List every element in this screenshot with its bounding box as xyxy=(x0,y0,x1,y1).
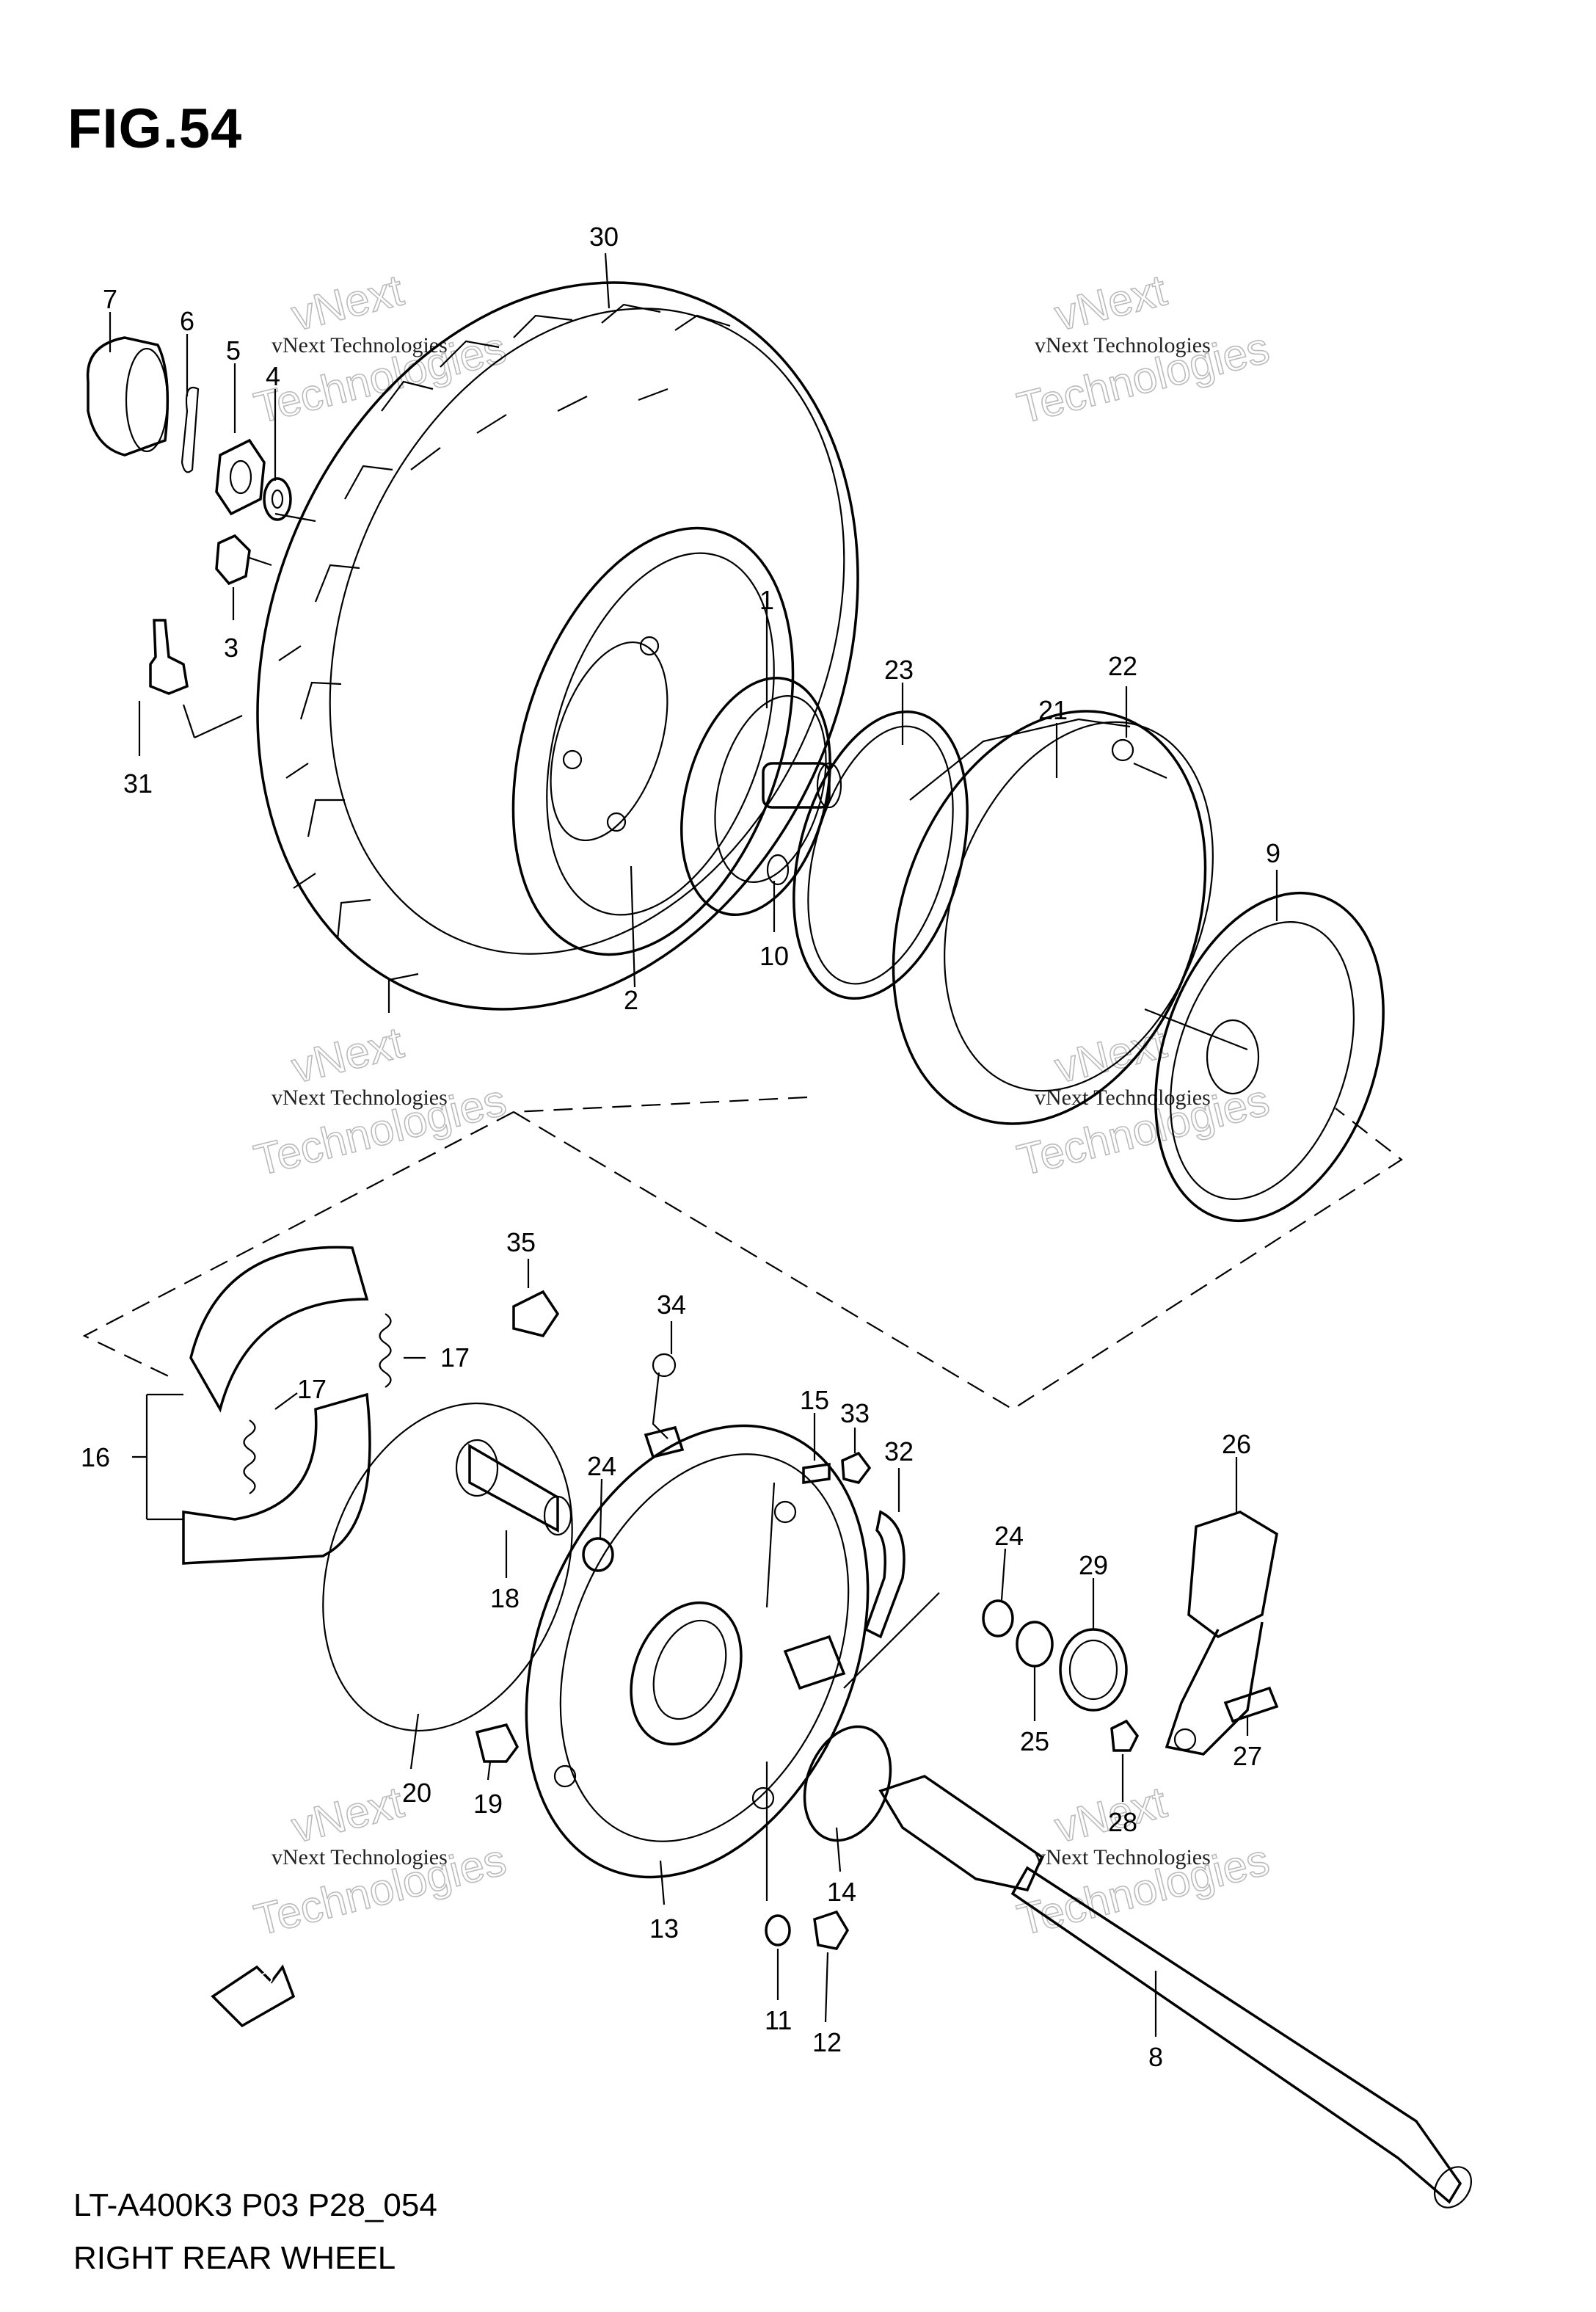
callout-24b: 24 xyxy=(994,1521,1024,1551)
rim xyxy=(511,526,795,956)
bolt-27 xyxy=(1223,1686,1279,1723)
watermark-text-large-vnext: vNext xyxy=(287,265,408,340)
callout-4: 4 xyxy=(266,361,280,391)
spring-17a xyxy=(379,1313,392,1388)
callout-1: 1 xyxy=(759,585,774,615)
nut-33 xyxy=(841,1451,872,1484)
callout-6: 6 xyxy=(180,306,194,336)
seal-ring xyxy=(766,710,969,1000)
callout-13: 13 xyxy=(649,1913,679,1944)
watermark-text: vNext Technologies xyxy=(272,1086,448,1110)
hub-cap-7 xyxy=(86,336,170,457)
callout-2: 2 xyxy=(624,985,638,1015)
callout-34: 34 xyxy=(657,1290,686,1320)
callout-19: 19 xyxy=(473,1789,503,1819)
callout-16: 16 xyxy=(81,1442,110,1472)
callout-7: 7 xyxy=(103,284,117,314)
watermark-text-large-vnext: vNext xyxy=(287,1777,408,1852)
figure-title: FIG.54 xyxy=(68,98,243,160)
callout-31: 31 xyxy=(123,768,153,799)
callout-8: 8 xyxy=(1148,2042,1163,2072)
watermark-text: vNext Technologies xyxy=(1035,1086,1211,1110)
brake-shoes xyxy=(145,1246,371,1565)
washer-11 xyxy=(765,1914,791,1946)
callout-15: 15 xyxy=(800,1385,829,1415)
o-ring-24a xyxy=(582,1537,614,1572)
nut-28 xyxy=(1110,1719,1140,1752)
brake-lever-26 xyxy=(1165,1511,1278,1756)
callout-25: 25 xyxy=(1020,1726,1049,1756)
watermark-text: vNext Technologies xyxy=(272,1845,448,1869)
o-ring-24b xyxy=(982,1599,1014,1637)
callout-20: 20 xyxy=(402,1778,431,1808)
figure-name: RIGHT REAR WHEEL xyxy=(73,2240,396,2276)
callout-35: 35 xyxy=(506,1227,536,1257)
clip-35 xyxy=(512,1290,560,1337)
watermark-text-large-vnext: vNext xyxy=(287,1017,408,1092)
pin-15 xyxy=(802,1462,831,1485)
spring-29 xyxy=(1059,1628,1128,1712)
hose-32 xyxy=(864,1510,906,1639)
callout-24a: 24 xyxy=(587,1451,616,1481)
fwd-arrow: FWD xyxy=(211,1964,296,2028)
washer-25 xyxy=(1016,1621,1054,1668)
bolt-19 xyxy=(475,1723,520,1763)
castle-nut-5 xyxy=(215,438,266,516)
watermark-text: vNext Technologies xyxy=(1035,1845,1211,1869)
cotter-pin-6 xyxy=(181,387,200,473)
brake-drum xyxy=(1144,891,1385,1223)
clip-34 xyxy=(644,1353,685,1459)
callout-26: 26 xyxy=(1222,1429,1251,1459)
callout-22: 22 xyxy=(1108,651,1137,681)
leader-lines xyxy=(109,252,1278,2037)
callout-17a: 17 xyxy=(440,1342,470,1373)
callout-32: 32 xyxy=(884,1436,914,1466)
callout-21: 21 xyxy=(1038,695,1068,725)
o-ring-14 xyxy=(803,1725,892,1842)
valve-31 xyxy=(149,619,189,695)
callout-5: 5 xyxy=(226,335,241,366)
bolt-12 xyxy=(813,1910,850,1950)
washer-4 xyxy=(263,477,292,521)
callout-3: 3 xyxy=(224,633,238,663)
cam-shaft-18 xyxy=(455,1439,572,1536)
callout-28: 28 xyxy=(1108,1807,1137,1837)
callout-30: 30 xyxy=(589,222,619,252)
figure-code: LT-A400K3 P03 P28_054 xyxy=(73,2187,437,2223)
watermark-text: vNext Technologies xyxy=(1035,333,1211,357)
fwd-label: FWD xyxy=(233,1966,278,2004)
callout-12: 12 xyxy=(812,2027,842,2057)
callout-33: 33 xyxy=(840,1398,870,1428)
callouts: 30 7 6 5 4 3 31 1 2 10 23 21 22 9 35 34 … xyxy=(81,222,1280,2072)
watermark-text: vNext Technologies xyxy=(272,333,448,357)
callout-11: 11 xyxy=(765,2005,792,2035)
nut-3 xyxy=(215,534,251,586)
callout-17b: 17 xyxy=(297,1374,327,1404)
callout-18: 18 xyxy=(490,1583,520,1613)
callout-9: 9 xyxy=(1266,838,1280,868)
callout-14: 14 xyxy=(827,1877,856,1907)
backing-plate xyxy=(525,1424,870,1879)
callout-23: 23 xyxy=(884,655,914,685)
tire xyxy=(256,281,859,1013)
callout-10: 10 xyxy=(759,941,789,971)
o-ring-20 xyxy=(322,1402,573,1732)
wheel-hub xyxy=(680,676,842,917)
watermark-text-large-vnext: vNext xyxy=(1050,265,1171,340)
callout-27: 27 xyxy=(1233,1741,1262,1771)
brake-cover xyxy=(892,710,1214,1125)
assembly-outline xyxy=(82,1096,1403,1411)
rear-axle-8 xyxy=(878,1775,1473,2209)
spring-17b xyxy=(243,1419,256,1494)
callout-29: 29 xyxy=(1079,1550,1108,1580)
